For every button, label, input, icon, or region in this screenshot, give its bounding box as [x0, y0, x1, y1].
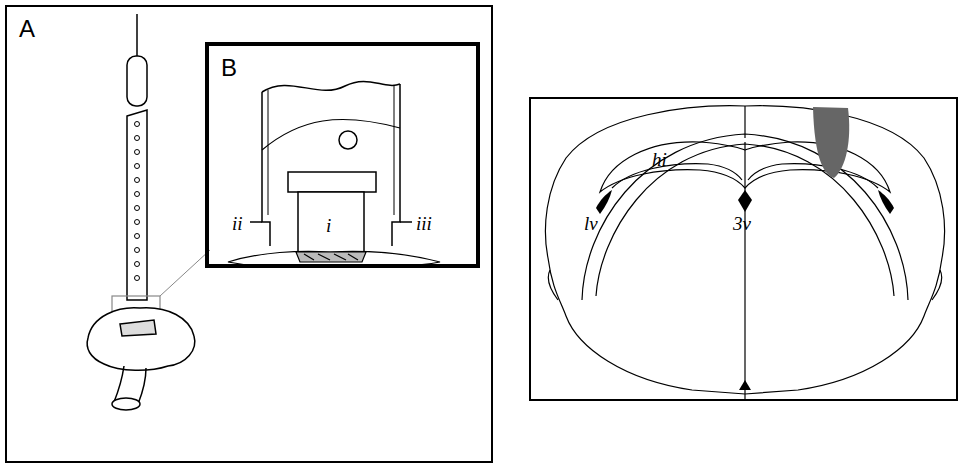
drop-tower [127, 14, 147, 300]
structure-label: 3v [733, 214, 751, 233]
panel-letter: A [19, 15, 35, 43]
part-label: i [326, 216, 331, 235]
panel-frame [530, 98, 957, 400]
brain-section [545, 106, 944, 400]
part-label: ii [232, 214, 243, 233]
panel-letter: B [221, 54, 237, 82]
part-label: iii [416, 214, 432, 233]
lesion-area [813, 107, 849, 178]
impactor-detail [250, 81, 412, 254]
panel-frame: B [205, 42, 480, 268]
structure-label: hi [652, 150, 667, 169]
panel-frame: AB [5, 5, 493, 463]
inset-leader [160, 250, 210, 296]
ventricles [596, 190, 894, 390]
structure-label: lv [584, 214, 598, 233]
rat-head [87, 308, 195, 410]
